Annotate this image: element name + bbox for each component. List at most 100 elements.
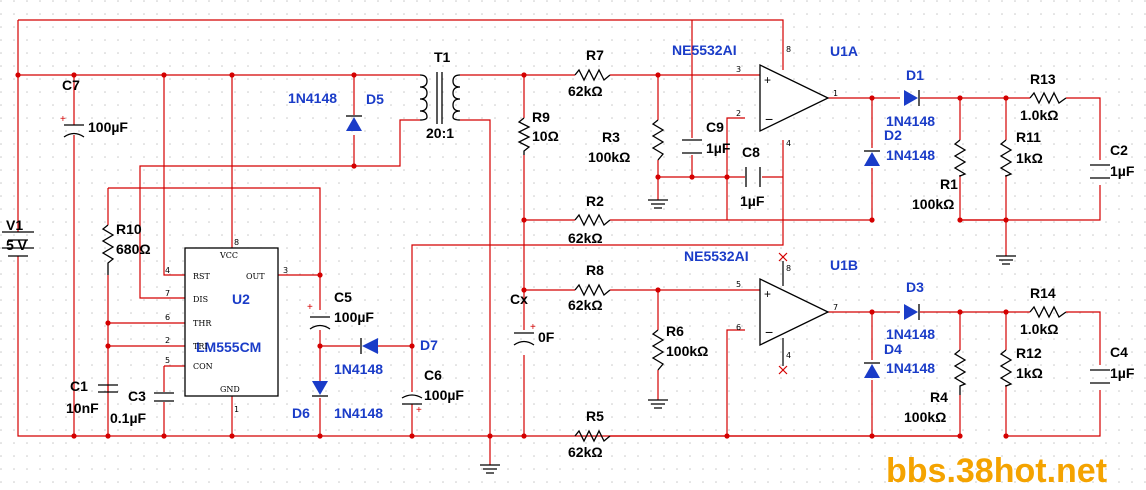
t1-ratio: 20:1 (426, 125, 454, 141)
resistor-r3-symbol (651, 119, 665, 161)
c7-ref: C7 (62, 77, 80, 93)
diode-d5-symbol (346, 115, 362, 131)
opamp-u1a-symbol: + − (759, 63, 830, 133)
d1-ref: D1 (906, 67, 924, 83)
u2-pin-dis: DIS (193, 295, 208, 304)
u2-pin-vcc: VCC (219, 251, 238, 260)
u2-pinnum-7: 7 (165, 289, 170, 298)
c2-value: 1µF (1110, 163, 1135, 179)
c8-ref: C8 (742, 144, 760, 160)
u2-pin-gnd: GND (220, 385, 240, 394)
u1b-pin-6: 6 (736, 323, 741, 332)
svg-text:−: − (765, 111, 773, 127)
u1a-pin-3: 3 (736, 65, 741, 74)
resistor-r8-symbol (574, 283, 611, 297)
d5-ref: D5 (366, 91, 384, 107)
u1a-pin-1: 1 (833, 89, 838, 98)
capacitor-c6-symbol: + (401, 394, 423, 416)
junctions (15, 72, 1009, 439)
r10-ref: R10 (116, 221, 142, 237)
u1b-pin-7: 7 (833, 303, 838, 312)
resistor-r7-symbol (574, 68, 611, 82)
c1-value: 10nF (66, 400, 99, 416)
r3-ref: R3 (602, 129, 620, 145)
diode-d2-symbol (864, 150, 880, 166)
u1a-pin-2: 2 (736, 109, 741, 118)
capacitor-c3-symbol (154, 392, 174, 402)
u1a-pin-4: 4 (786, 139, 791, 148)
resistor-r10-symbol (101, 224, 115, 275)
resistor-r1-symbol (953, 139, 967, 177)
c3-value: 0.1µF (110, 410, 147, 426)
r13-value: 1.0kΩ (1020, 107, 1058, 123)
r14-ref: R14 (1030, 285, 1056, 301)
u2-pin-rst: RST (193, 272, 211, 281)
r6-value: 100kΩ (666, 343, 708, 359)
c9-ref: C9 (706, 119, 724, 135)
capacitor-c4-symbol (1090, 369, 1110, 384)
u2-pin-out: OUT (246, 272, 265, 281)
no-connect-markers (778, 252, 788, 375)
u1b-ref: U1B (830, 257, 858, 273)
capacitor-c2-symbol (1090, 164, 1110, 179)
r7-value: 62kΩ (568, 83, 603, 99)
u2-pin-con: CON (193, 362, 213, 371)
r7-ref: R7 (586, 47, 604, 63)
c5-ref: C5 (334, 289, 352, 305)
r1-value: 100kΩ (912, 196, 954, 212)
u2-value: LM555CM (196, 339, 261, 355)
diode-d1-symbol (904, 90, 920, 106)
r11-value: 1kΩ (1016, 150, 1043, 166)
r14-value: 1.0kΩ (1020, 321, 1058, 337)
u2-pin-thr: THR (193, 319, 212, 328)
resistor-r12-symbol (999, 349, 1013, 387)
svg-text:+: + (60, 114, 66, 125)
r5-ref: R5 (586, 408, 604, 424)
capacitor-c9-symbol (682, 139, 702, 154)
u2-pinnum-3: 3 (283, 266, 288, 275)
t1-ref: T1 (434, 49, 451, 65)
resistor-r6-symbol (651, 329, 665, 371)
u1b-value: NE5532AI (684, 248, 749, 264)
u1a-pin-8: 8 (786, 45, 791, 54)
capacitor-c8-symbol (745, 167, 761, 187)
v1-ref: V1 (6, 217, 23, 233)
r13-ref: R13 (1030, 71, 1056, 87)
d4-value: 1N4148 (886, 360, 935, 376)
r5-value: 62kΩ (568, 444, 603, 460)
capacitor-c7-symbol: + (60, 114, 85, 138)
c9-value: 1µF (706, 140, 731, 156)
c7-value: 100µF (88, 119, 128, 135)
c4-value: 1µF (1110, 365, 1135, 381)
c6-ref: C6 (424, 367, 442, 383)
r8-ref: R8 (586, 262, 604, 278)
resistor-r4-symbol (953, 349, 967, 395)
diode-d4-symbol (864, 362, 880, 378)
v1-value: 5 V (6, 237, 28, 253)
svg-text:−: − (765, 324, 773, 340)
u1a-ref: U1A (830, 43, 858, 59)
r2-ref: R2 (586, 193, 604, 209)
c1-ref: C1 (70, 378, 88, 394)
d2-ref: D2 (884, 127, 902, 143)
d7-value: 1N4148 (334, 361, 383, 377)
u2-pinnum-8: 8 (234, 238, 239, 247)
c3-ref: C3 (128, 388, 146, 404)
u2-pinnum-6: 6 (165, 313, 170, 322)
c8-value: 1µF (740, 193, 765, 209)
cx-value: 0F (538, 329, 555, 345)
d1-value: 1N4148 (886, 113, 935, 129)
d3-ref: D3 (906, 279, 924, 295)
svg-text:+: + (764, 287, 771, 301)
u1b-pin-5: 5 (736, 280, 741, 289)
resistor-r11-symbol (999, 139, 1013, 177)
r9-value: 10Ω (532, 128, 559, 144)
c2-ref: C2 (1110, 142, 1128, 158)
u1a-value: NE5532AI (672, 42, 737, 58)
svg-text:+: + (764, 73, 771, 87)
r12-value: 1kΩ (1016, 365, 1043, 381)
u1b-pin-8: 8 (786, 264, 791, 273)
r8-value: 62kΩ (568, 297, 603, 313)
